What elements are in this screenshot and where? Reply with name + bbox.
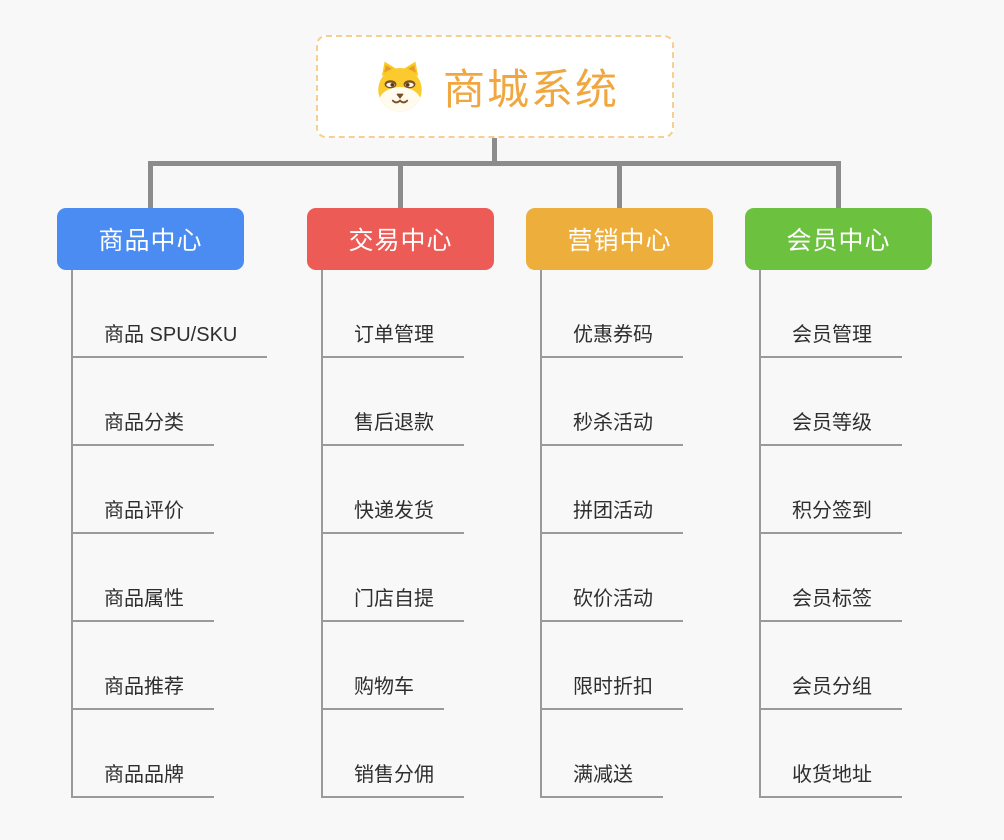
leaf-node[interactable]: 销售分佣: [321, 710, 464, 798]
leaf-node[interactable]: 积分签到: [759, 446, 902, 534]
branch-node-2[interactable]: 营销中心: [526, 208, 713, 270]
leaf-node[interactable]: 会员分组: [759, 622, 902, 710]
leaf-label: 商品推荐: [71, 670, 214, 710]
leaf-node[interactable]: 门店自提: [321, 534, 464, 622]
leaf-node[interactable]: 订单管理: [321, 270, 464, 358]
branch-node-3[interactable]: 会员中心: [745, 208, 932, 270]
leaf-label: 满减送: [540, 758, 663, 798]
root-label: 商城系统: [442, 66, 619, 113]
leaf-node[interactable]: 砍价活动: [540, 534, 683, 622]
leaf-label: 积分签到: [759, 494, 902, 534]
leaf-label: 会员分组: [759, 670, 902, 710]
leaf-label: 商品品牌: [71, 758, 214, 798]
leaf-node[interactable]: 商品品牌: [71, 710, 267, 798]
leaf-label: 会员管理: [759, 318, 902, 358]
connector-root-drop: [492, 138, 497, 163]
leaf-label: 限时折扣: [540, 670, 683, 710]
leaf-label: 砍价活动: [540, 582, 683, 622]
leaf-label: 秒杀活动: [540, 406, 683, 446]
leaf-label: 收货地址: [759, 758, 902, 798]
leaf-node[interactable]: 快递发货: [321, 446, 464, 534]
leaf-node[interactable]: 商品 SPU/SKU: [71, 270, 268, 358]
leaf-label: 购物车: [321, 670, 444, 710]
leaf-node[interactable]: 会员等级: [759, 358, 902, 446]
leaf-node[interactable]: 限时折扣: [540, 622, 683, 710]
connector-bus: [148, 161, 841, 166]
leaf-label: 门店自提: [321, 582, 464, 622]
leaf-column-0: 商品 SPU/SKU 商品分类商品评价商品属性商品推荐商品品牌: [71, 270, 268, 798]
root-node[interactable]: 商城系统: [316, 35, 674, 138]
leaf-label: 商品分类: [71, 406, 214, 446]
leaf-label: 会员标签: [759, 582, 902, 622]
leaf-label: 商品 SPU/SKU: [71, 318, 268, 358]
leaf-column-1: 订单管理售后退款快递发货门店自提购物车销售分佣: [321, 270, 464, 798]
leaf-label: 商品评价: [71, 494, 214, 534]
branch-node-1[interactable]: 交易中心: [307, 208, 494, 270]
leaf-node[interactable]: 商品属性: [71, 534, 267, 622]
leaf-node[interactable]: 收货地址: [759, 710, 902, 798]
leaf-label: 拼团活动: [540, 494, 683, 534]
leaf-node[interactable]: 优惠券码: [540, 270, 683, 358]
leaf-node[interactable]: 商品推荐: [71, 622, 267, 710]
leaf-label: 售后退款: [321, 406, 464, 446]
connector-branch-drop: [398, 161, 403, 208]
connector-branch-drop: [617, 161, 622, 208]
leaf-column-2: 优惠券码秒杀活动拼团活动砍价活动限时折扣满减送: [540, 270, 683, 798]
connector-branch-drop: [148, 161, 153, 208]
leaf-label: 订单管理: [321, 318, 464, 358]
leaf-label: 会员等级: [759, 406, 902, 446]
shiba-dog-icon: [371, 58, 429, 116]
branch-node-0[interactable]: 商品中心: [57, 208, 244, 270]
leaf-node[interactable]: 满减送: [540, 710, 683, 798]
leaf-node[interactable]: 商品分类: [71, 358, 267, 446]
connector-branch-drop: [836, 161, 841, 208]
leaf-node[interactable]: 售后退款: [321, 358, 464, 446]
leaf-label: 优惠券码: [540, 318, 683, 358]
leaf-label: 快递发货: [321, 494, 464, 534]
leaf-node[interactable]: 商品评价: [71, 446, 267, 534]
leaf-node[interactable]: 拼团活动: [540, 446, 683, 534]
leaf-node[interactable]: 会员管理: [759, 270, 902, 358]
leaf-label: 商品属性: [71, 582, 214, 622]
leaf-node[interactable]: 购物车: [321, 622, 464, 710]
leaf-column-3: 会员管理会员等级积分签到会员标签会员分组收货地址: [759, 270, 902, 798]
leaf-node[interactable]: 秒杀活动: [540, 358, 683, 446]
leaf-label: 销售分佣: [321, 758, 464, 798]
leaf-node[interactable]: 会员标签: [759, 534, 902, 622]
